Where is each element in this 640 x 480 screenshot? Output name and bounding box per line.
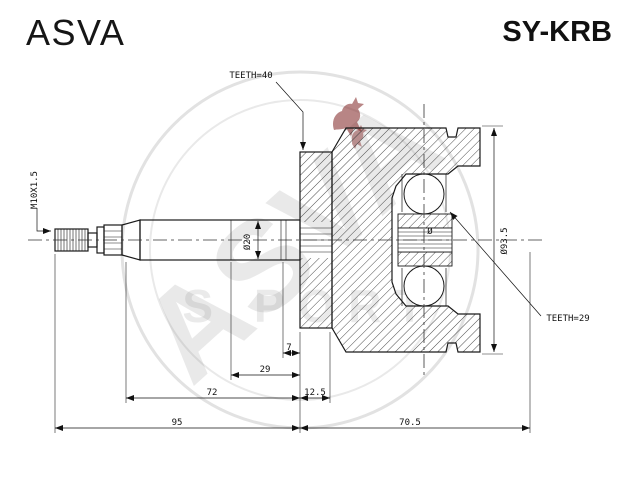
centerlines: [28, 104, 546, 376]
ring-hatch-top: [300, 152, 332, 222]
label-housing-diameter: Ø93.5: [499, 227, 510, 254]
dim-ring-width: 12.5: [304, 388, 326, 398]
label-teeth-inner: TEETH=29: [546, 314, 589, 324]
dim-shaft-length: 72: [207, 388, 218, 398]
label-thread-spec: M10X1.5: [30, 171, 40, 209]
leader-lines: [36, 81, 542, 317]
dimension-annotations: 7 29 72 12.5 95 70.5 TEETH=40 TEETH=29 M…: [30, 71, 590, 433]
dim-joint-length: 70.5: [399, 418, 421, 428]
joint-housing: [331, 127, 481, 353]
dim-spline-length: 29: [260, 365, 271, 375]
housing-section: [331, 127, 481, 353]
part-number: SY-KRB: [502, 16, 612, 48]
brand-logo: ASVA: [26, 12, 126, 53]
inner-race-bottom: [397, 251, 453, 267]
teeth-outer-leader: [275, 81, 306, 150]
ring-hatch-bottom: [300, 258, 332, 328]
cage-lines: [401, 174, 447, 306]
watermark-chamois-icon: [332, 97, 364, 136]
dim-overall-shaft-length: 95: [172, 418, 183, 428]
dimension-lines: [55, 128, 530, 431]
label-teeth-outer: TEETH=40: [229, 71, 272, 81]
label-diameter-symbol: Ø: [427, 226, 433, 237]
dim-groove-to-end: 7: [286, 343, 291, 353]
label-shaft-diameter: Ø20: [242, 234, 253, 250]
thread-spec-leader: [36, 208, 51, 234]
spline-collar-lines: [104, 230, 122, 250]
extension-lines: [54, 125, 531, 433]
inner-race-top: [397, 213, 453, 229]
teeth-inner-leader: [449, 211, 542, 317]
